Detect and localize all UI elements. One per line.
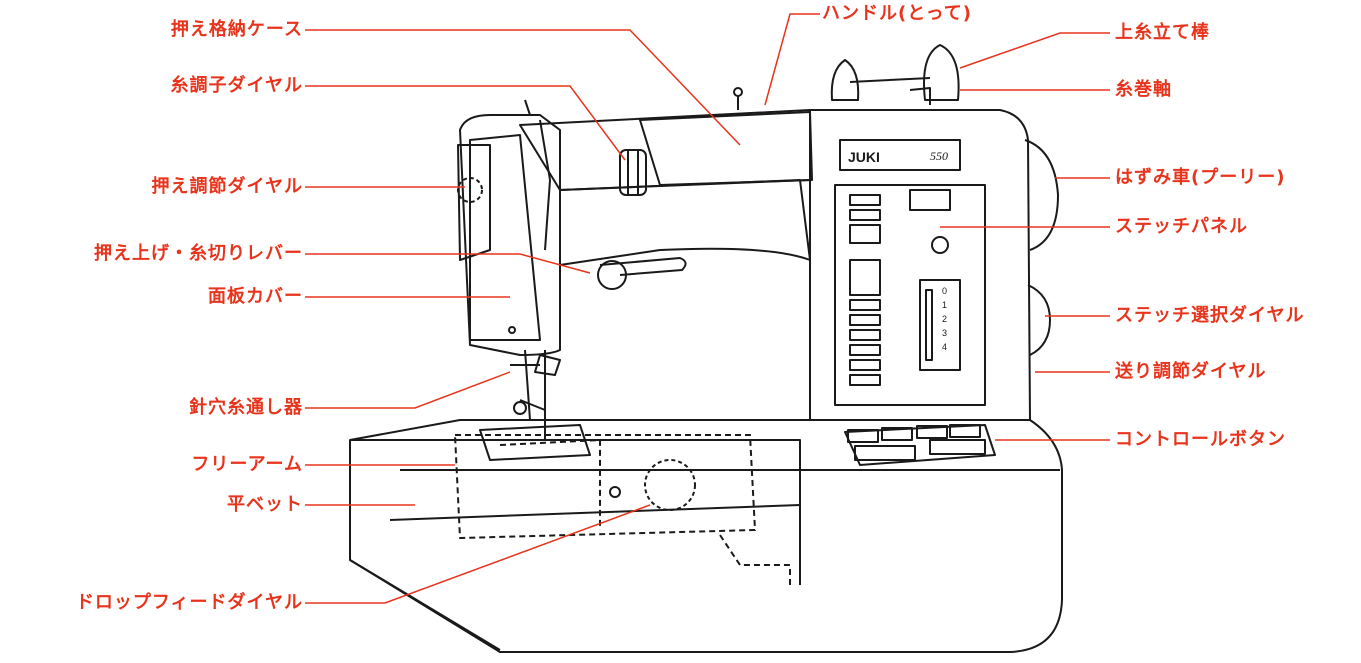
bed-front xyxy=(349,469,801,651)
label-drop-feed-dial: ドロップフィードダイヤル xyxy=(75,592,303,613)
dial-mark: 0 xyxy=(942,286,947,296)
handwheel-shape xyxy=(1024,139,1059,251)
label-handle: ハンドル(とって) xyxy=(822,3,973,24)
label-face-plate-cover: 面板カバー xyxy=(208,286,303,307)
pillar xyxy=(809,109,1031,421)
bobbin-winder-shape xyxy=(909,87,931,105)
arm xyxy=(519,109,811,191)
brand-text-group: JUKI 550 xyxy=(848,149,948,165)
label-presser-storage-case: 押え格納ケース xyxy=(170,19,303,40)
model-number: 550 xyxy=(930,149,948,163)
spool-pin-right xyxy=(923,44,960,101)
brand-plate xyxy=(839,139,961,171)
label-spool-pin: 上糸立て棒 xyxy=(1115,22,1210,43)
label-control-buttons: コントロールボタン xyxy=(1115,429,1286,450)
dial-marks: 0 1 2 3 4 xyxy=(942,286,947,352)
lift-lever xyxy=(599,257,687,276)
drop-feed-dial-shape xyxy=(644,459,696,511)
label-presser-adjust-dial: 押え調節ダイヤル xyxy=(151,176,303,197)
bed-top-edge xyxy=(349,439,1060,585)
head xyxy=(459,114,561,356)
dial-mark: 1 xyxy=(942,300,947,310)
label-flat-bed: 平ベット xyxy=(227,494,303,515)
needle-plate xyxy=(479,424,591,461)
label-needle-threader: 針穴糸通し器 xyxy=(189,397,303,418)
label-handwheel: はずみ車(プーリー) xyxy=(1115,167,1286,188)
dial-mark: 3 xyxy=(942,328,947,338)
stitch-display xyxy=(909,189,951,211)
free-arm-outline xyxy=(454,434,756,539)
stitch-select-slot xyxy=(919,279,961,371)
dial-mark: 4 xyxy=(942,342,947,352)
top-cover xyxy=(639,111,813,186)
dial-mark: 2 xyxy=(942,314,947,324)
brand-logo: JUKI xyxy=(848,149,880,165)
needle-bar xyxy=(524,349,561,440)
label-feed-adjust-dial: 送り調節ダイヤル xyxy=(1115,361,1267,382)
tension-dial-shape xyxy=(619,149,647,196)
stitch-dial-shape xyxy=(1027,284,1051,356)
spool-pin-left xyxy=(830,59,860,101)
label-thread-tension-dial: 糸調子ダイヤル xyxy=(170,75,303,96)
face-plate xyxy=(469,134,541,341)
label-presser-lift-lever: 押え上げ・糸切りレバー xyxy=(94,243,303,264)
stitch-icon xyxy=(931,236,949,254)
base-outline xyxy=(349,419,1063,653)
label-stitch-select-dial: ステッチ選択ダイヤル xyxy=(1115,305,1305,326)
stitch-panel-box xyxy=(834,184,986,406)
label-stitch-panel: ステッチパネル xyxy=(1115,216,1248,237)
label-bobbin-winder: 糸巻軸 xyxy=(1115,79,1172,100)
label-free-arm: フリーアーム xyxy=(191,454,303,475)
leader-lines xyxy=(305,13,1110,604)
